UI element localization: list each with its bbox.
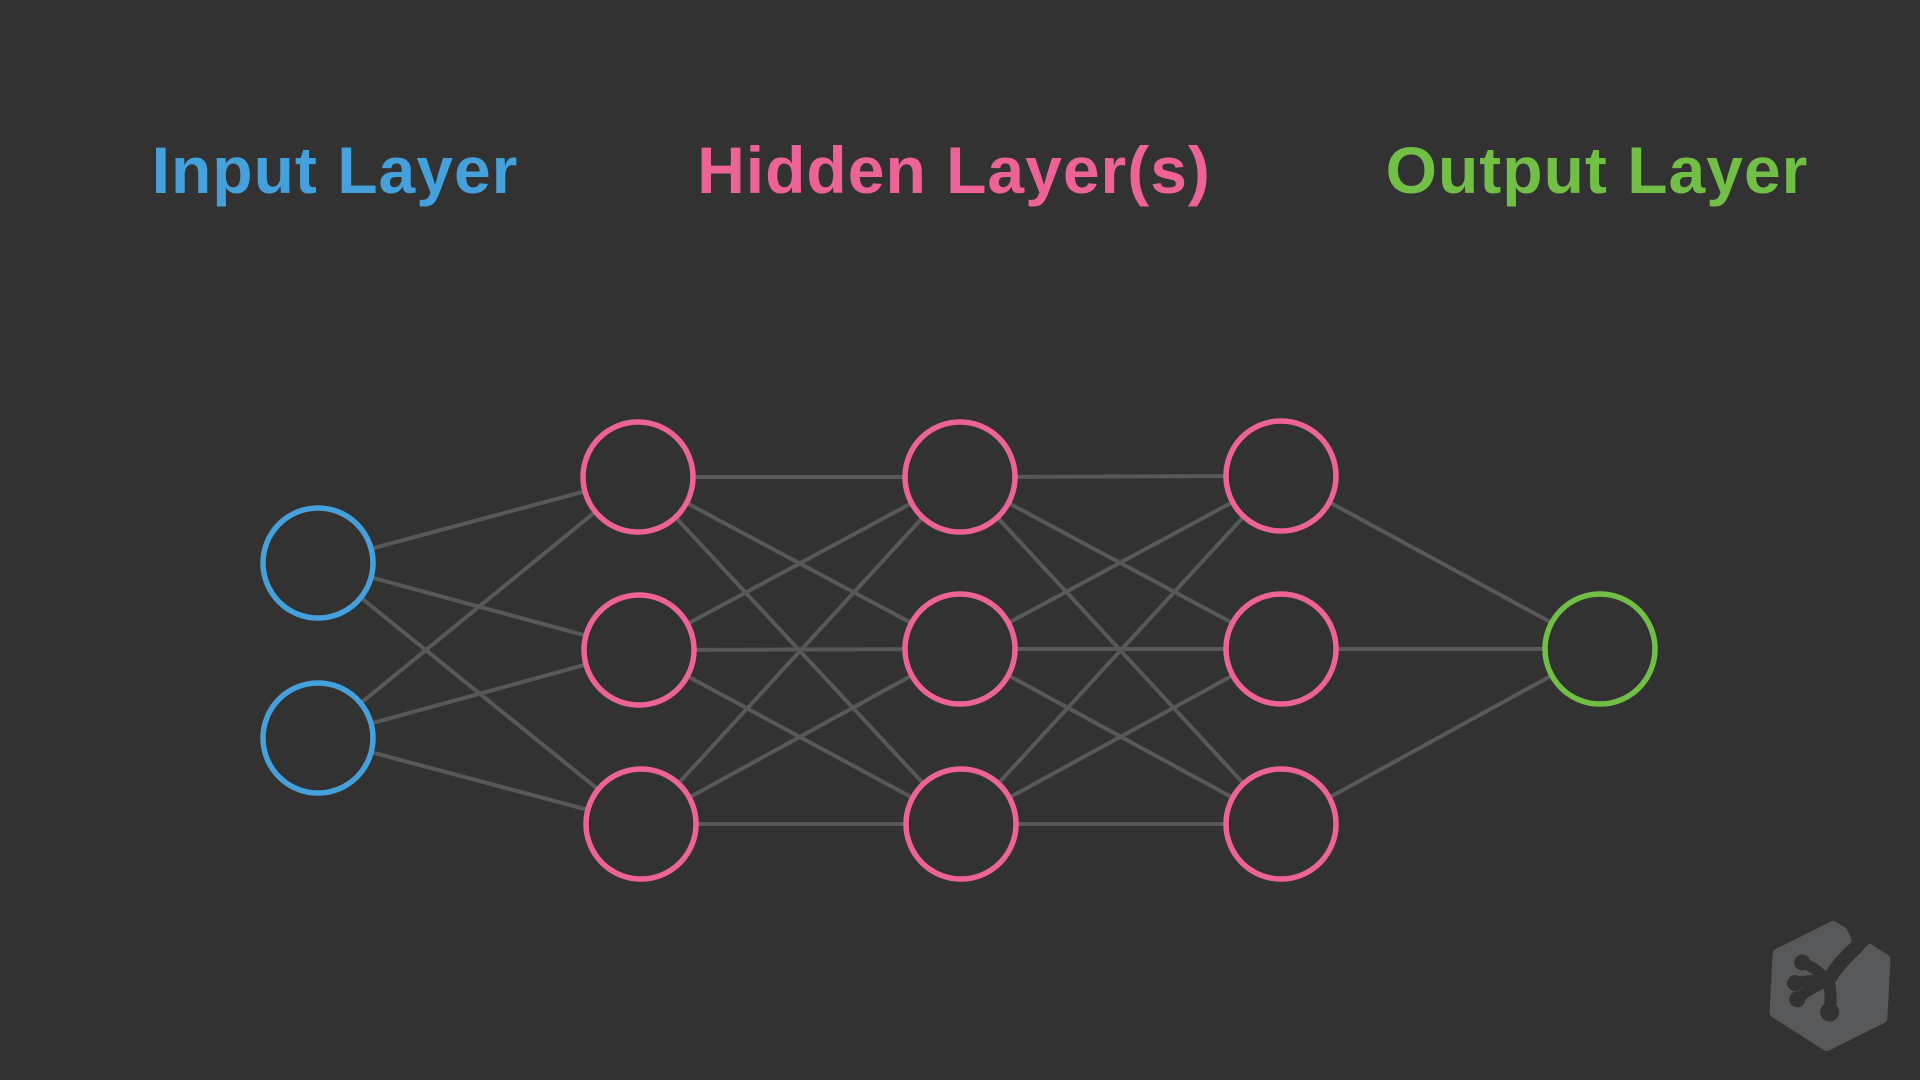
input-layer-label: Input Layer [151,133,519,207]
node-hidden-3-3 [1223,766,1339,882]
hidden-layer-label: Hidden Layer(s) [697,133,1211,207]
edge-input-to-hidden-1 [316,475,640,740]
node-output-1 [1542,591,1658,707]
edge-hidden-1-to-hidden-2 [638,475,961,652]
edge-hidden-3-to-output [1280,647,1601,826]
treehouse-logo-icon [1769,920,1891,1051]
edge-hidden-1-to-hidden-2 [640,647,961,826]
edge-hidden-2-to-hidden-3 [959,474,1283,826]
node-hidden-3-2 [1223,591,1339,707]
logo-branch-tips [1787,923,1879,1022]
edge-hidden-2-to-hidden-3 [959,474,1282,651]
node-hidden-1-2 [581,592,697,708]
output-layer-label: Output Layer [1385,133,1809,207]
edge-hidden-1-to-hidden-2 [639,475,962,826]
node-hidden-3-1 [1223,418,1339,534]
node-hidden-2-2 [902,591,1018,707]
edge-hidden-2-to-hidden-3 [960,647,1282,826]
node-input-1 [260,505,376,621]
node-hidden-1-3 [583,766,699,882]
node-hidden-2-3 [903,766,1019,882]
node-input-2 [260,680,376,796]
node-hidden-2-1 [902,419,1018,535]
node-hidden-1-1 [580,419,696,535]
edge-hidden-3-to-output [1280,474,1601,651]
neuron-nodes [260,418,1658,882]
